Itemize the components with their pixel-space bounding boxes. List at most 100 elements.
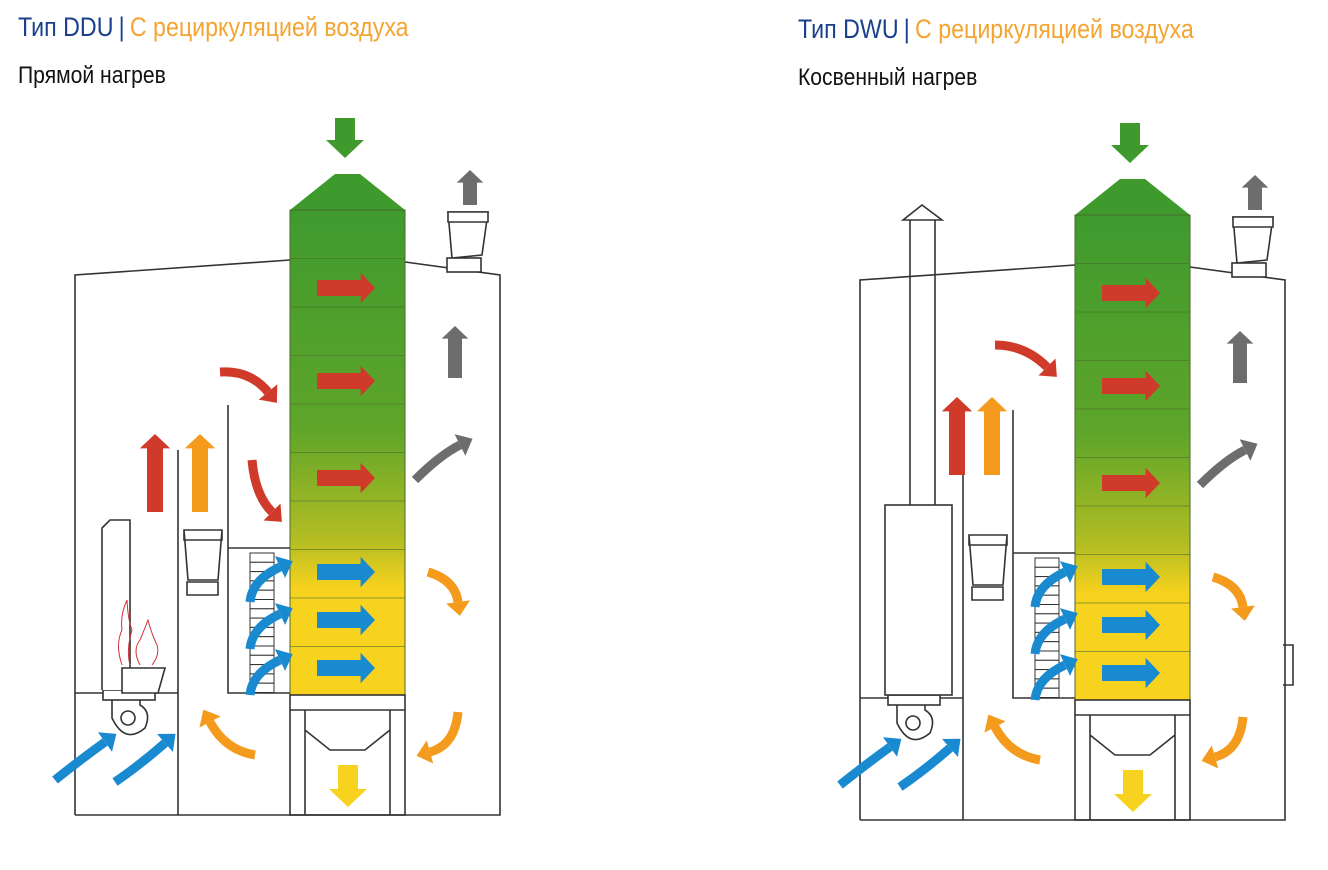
exhaust-fan-base <box>446 257 482 273</box>
cool-inlet-arrow-head <box>274 556 293 578</box>
chimney <box>900 203 945 505</box>
cool-inlet-arrow <box>245 655 283 696</box>
subtitle: С рециркуляцией воздуха <box>914 14 1194 44</box>
recirculation-return-arrow-head <box>199 709 221 728</box>
cool-inlet-arrow-head <box>1059 561 1078 583</box>
inlet-louver <box>249 552 275 563</box>
subtitle: С рециркуляцией воздуха <box>129 12 409 42</box>
grain-out-arrow <box>329 765 367 807</box>
discharge-hopper <box>1089 715 1176 820</box>
cool-inlet-arrow <box>245 562 283 603</box>
inlet-louver <box>1034 557 1060 568</box>
flame-icon <box>135 618 159 666</box>
exhaust-up-arrow <box>1226 331 1254 383</box>
tower-roof <box>1075 179 1190 215</box>
panel-ddu-title: Тип DDU|С рециркуляцией воздуха <box>18 12 409 43</box>
outside-air-arrow-head <box>157 733 176 753</box>
grain-in-arrow <box>1111 123 1149 163</box>
recirculation-return-arrow <box>991 724 1041 765</box>
cool-inlet-arrow-head <box>274 649 293 671</box>
exhaust-arrow <box>1241 175 1269 210</box>
recirculation-return-arrow <box>206 719 256 760</box>
burner <box>121 667 167 694</box>
exhaust-fan-grille <box>447 211 489 223</box>
cool-inlet-arrow <box>1030 660 1068 701</box>
hot-air-arrow <box>317 272 375 304</box>
discharge-hopper <box>304 710 391 815</box>
outside-air-arrow <box>52 738 108 784</box>
flame-icon <box>118 599 133 666</box>
cool-air-arrow <box>317 556 375 588</box>
discharge-frame <box>289 694 406 816</box>
warm-air-up-arrow <box>184 434 216 512</box>
cool-air-arrow <box>1102 609 1160 641</box>
recirculation-arrow-head <box>416 740 434 764</box>
burner-duct <box>101 519 131 690</box>
panel-dwu <box>837 123 1294 821</box>
cool-air-arrow <box>317 604 375 636</box>
cool-air-arrow <box>317 652 375 684</box>
motor-box <box>1283 644 1294 686</box>
type-label: Тип DDU <box>18 12 114 42</box>
air-filter <box>968 534 1008 601</box>
cool-inlet-arrow-head <box>1059 654 1078 676</box>
recirculation-arrow <box>1213 716 1248 762</box>
exhaust-curved-arrow <box>411 440 463 484</box>
panel-ddu-heating: Прямой нагрев <box>18 62 166 89</box>
outside-air-arrow <box>837 743 893 789</box>
exhaust-curved-arrow-head <box>454 434 473 456</box>
recirculation-arrow-head <box>1231 605 1255 621</box>
hot-air-curved-arrow <box>247 459 276 516</box>
air-filter <box>183 529 223 596</box>
heat-exchanger <box>884 504 953 696</box>
recirculation-arrow-head <box>1201 745 1219 769</box>
exhaust-fan-base <box>1231 262 1267 278</box>
outside-air-arrow-head <box>882 737 902 757</box>
exhaust-curved-arrow <box>1196 445 1248 489</box>
hot-air-arrow <box>317 462 375 494</box>
hot-air-curved-arrow-head <box>263 503 282 522</box>
exhaust-arrow <box>456 170 484 205</box>
cool-air-arrow <box>1102 561 1160 593</box>
hot-air-arrow <box>1102 467 1160 499</box>
blower-housing <box>896 705 934 741</box>
warm-air-up-arrow <box>976 397 1008 475</box>
hot-air-arrow <box>1102 370 1160 402</box>
recirculation-return-arrow-head <box>984 714 1006 733</box>
discharge-frame <box>1074 699 1191 821</box>
separator: | <box>118 12 125 42</box>
hot-air-curved-arrow-head <box>258 384 278 403</box>
cool-air-arrow <box>1102 657 1160 689</box>
hot-air-curved-arrow <box>219 367 272 395</box>
recirculation-arrow <box>1211 572 1248 608</box>
cool-inlet-arrow-head <box>274 603 293 625</box>
type-label: Тип DWU <box>798 14 899 44</box>
blower-mount <box>887 694 941 706</box>
tower-roof <box>290 174 405 210</box>
blower-rotor <box>120 710 136 726</box>
recirculation-arrow <box>428 711 463 757</box>
recirculation-arrow <box>426 567 463 603</box>
outside-air-arrow <box>897 744 953 791</box>
cool-inlet-arrow <box>1030 567 1068 608</box>
exhaust-curved-arrow-head <box>1239 439 1258 461</box>
blower-rotor <box>905 715 921 731</box>
cool-inlet-arrow-head <box>1059 608 1078 630</box>
blower-housing <box>111 700 149 736</box>
hot-air-up-arrow <box>941 397 973 475</box>
hot-air-curved-arrow <box>994 340 1051 371</box>
exhaust-fan-grille <box>1232 216 1274 228</box>
grain-out-arrow <box>1114 770 1152 812</box>
separator: | <box>903 14 910 44</box>
recirculation-arrow-head <box>446 600 470 616</box>
outside-air-arrow-head <box>97 732 117 752</box>
hot-air-arrow <box>317 365 375 397</box>
hot-air-curved-arrow-head <box>1038 358 1057 377</box>
exhaust-up-arrow <box>441 326 469 378</box>
outside-air-arrow-head <box>942 738 961 758</box>
outside-air-arrow <box>112 739 168 786</box>
hot-air-arrow <box>1102 277 1160 309</box>
cool-inlet-arrow <box>245 609 283 650</box>
cool-inlet-arrow <box>1030 614 1068 655</box>
